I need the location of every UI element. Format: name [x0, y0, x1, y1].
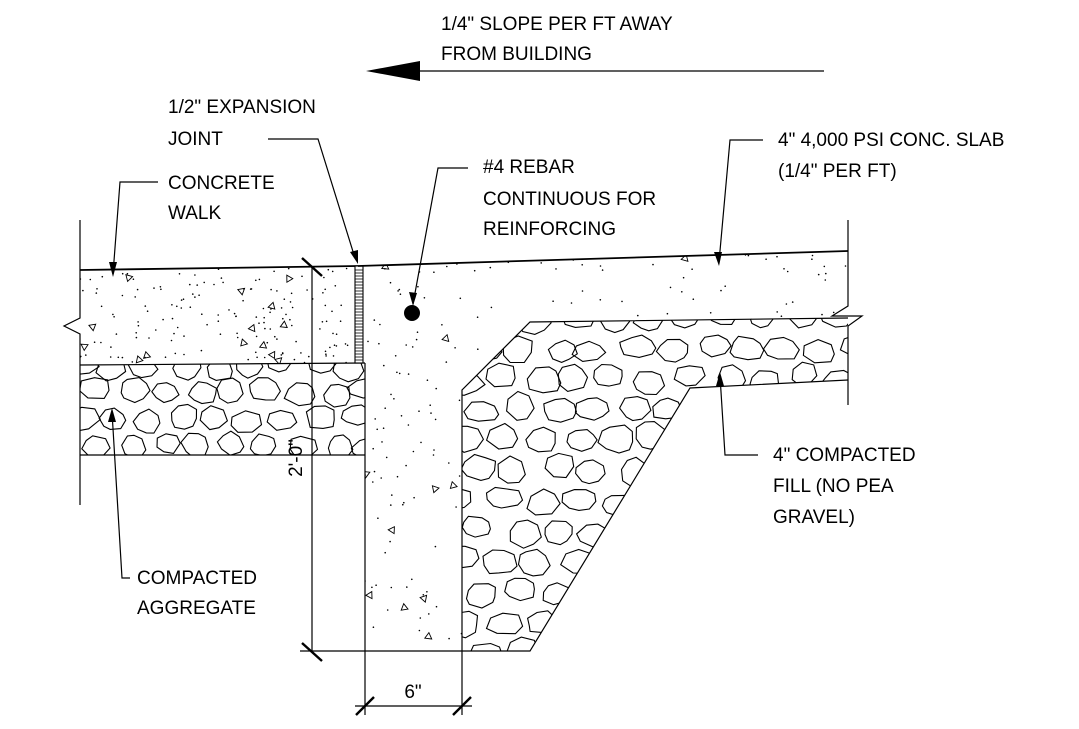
concrete-walk-slab: [62, 220, 366, 505]
width-dimension: 6": [355, 651, 472, 716]
rebar-circle: [404, 305, 420, 321]
concrete-walk-label: CONCRETE WALK: [168, 173, 275, 224]
rebar-line3: REINFORCING: [483, 219, 616, 240]
fill-line1: 4" COMPACTED: [773, 445, 916, 466]
expansion-joint-label: 1/2" EXPANSION JOINT: [168, 97, 316, 150]
slope-note-line2: FROM BUILDING: [441, 44, 592, 65]
aggregate-line2: AGGREGATE: [137, 598, 256, 619]
slope-note: 1/4" SLOPE PER FT AWAY FROM BUILDING: [441, 14, 673, 65]
width-dimension-text: 6": [404, 682, 421, 703]
fill-line2: FILL (NO PEA: [773, 476, 894, 497]
concrete-walk-line1: CONCRETE: [168, 173, 275, 194]
concrete-walk-line2: WALK: [168, 203, 221, 224]
aggregate-line1: COMPACTED: [137, 568, 257, 589]
height-dimension: 2'-0": [286, 257, 365, 662]
rebar-line2: CONTINUOUS FOR: [483, 189, 656, 210]
compacted-fill-outline: [80, 379, 849, 652]
concrete-stipple: [80, 251, 847, 651]
gravel-hatch: [80, 318, 848, 651]
slope-note-line1: 1/4" SLOPE PER FT AWAY: [441, 14, 673, 35]
height-dimension-text: 2'-0": [286, 439, 307, 477]
expansion-joint: [354, 265, 364, 364]
slab-line1: 4" 4,000 PSI CONC. SLAB: [778, 130, 1004, 151]
footing-and-slab-outline: [357, 220, 864, 652]
aggregate-label: COMPACTED AGGREGATE: [137, 568, 257, 619]
leader-lines: [108, 138, 763, 579]
fill-line3: GRAVEL): [773, 507, 855, 528]
rebar-label: #4 REBAR CONTINUOUS FOR REINFORCING: [483, 157, 656, 240]
slope-arrow: [366, 61, 824, 81]
slab-label: 4" 4,000 PSI CONC. SLAB (1/4" PER FT): [778, 130, 1004, 182]
fill-label: 4" COMPACTED FILL (NO PEA GRAVEL): [773, 445, 916, 528]
slab-line2: (1/4" PER FT): [778, 161, 897, 182]
expansion-joint-line1: 1/2" EXPANSION: [168, 97, 316, 118]
rebar-line1: #4 REBAR: [483, 157, 575, 178]
expansion-joint-line2: JOINT: [168, 129, 223, 150]
